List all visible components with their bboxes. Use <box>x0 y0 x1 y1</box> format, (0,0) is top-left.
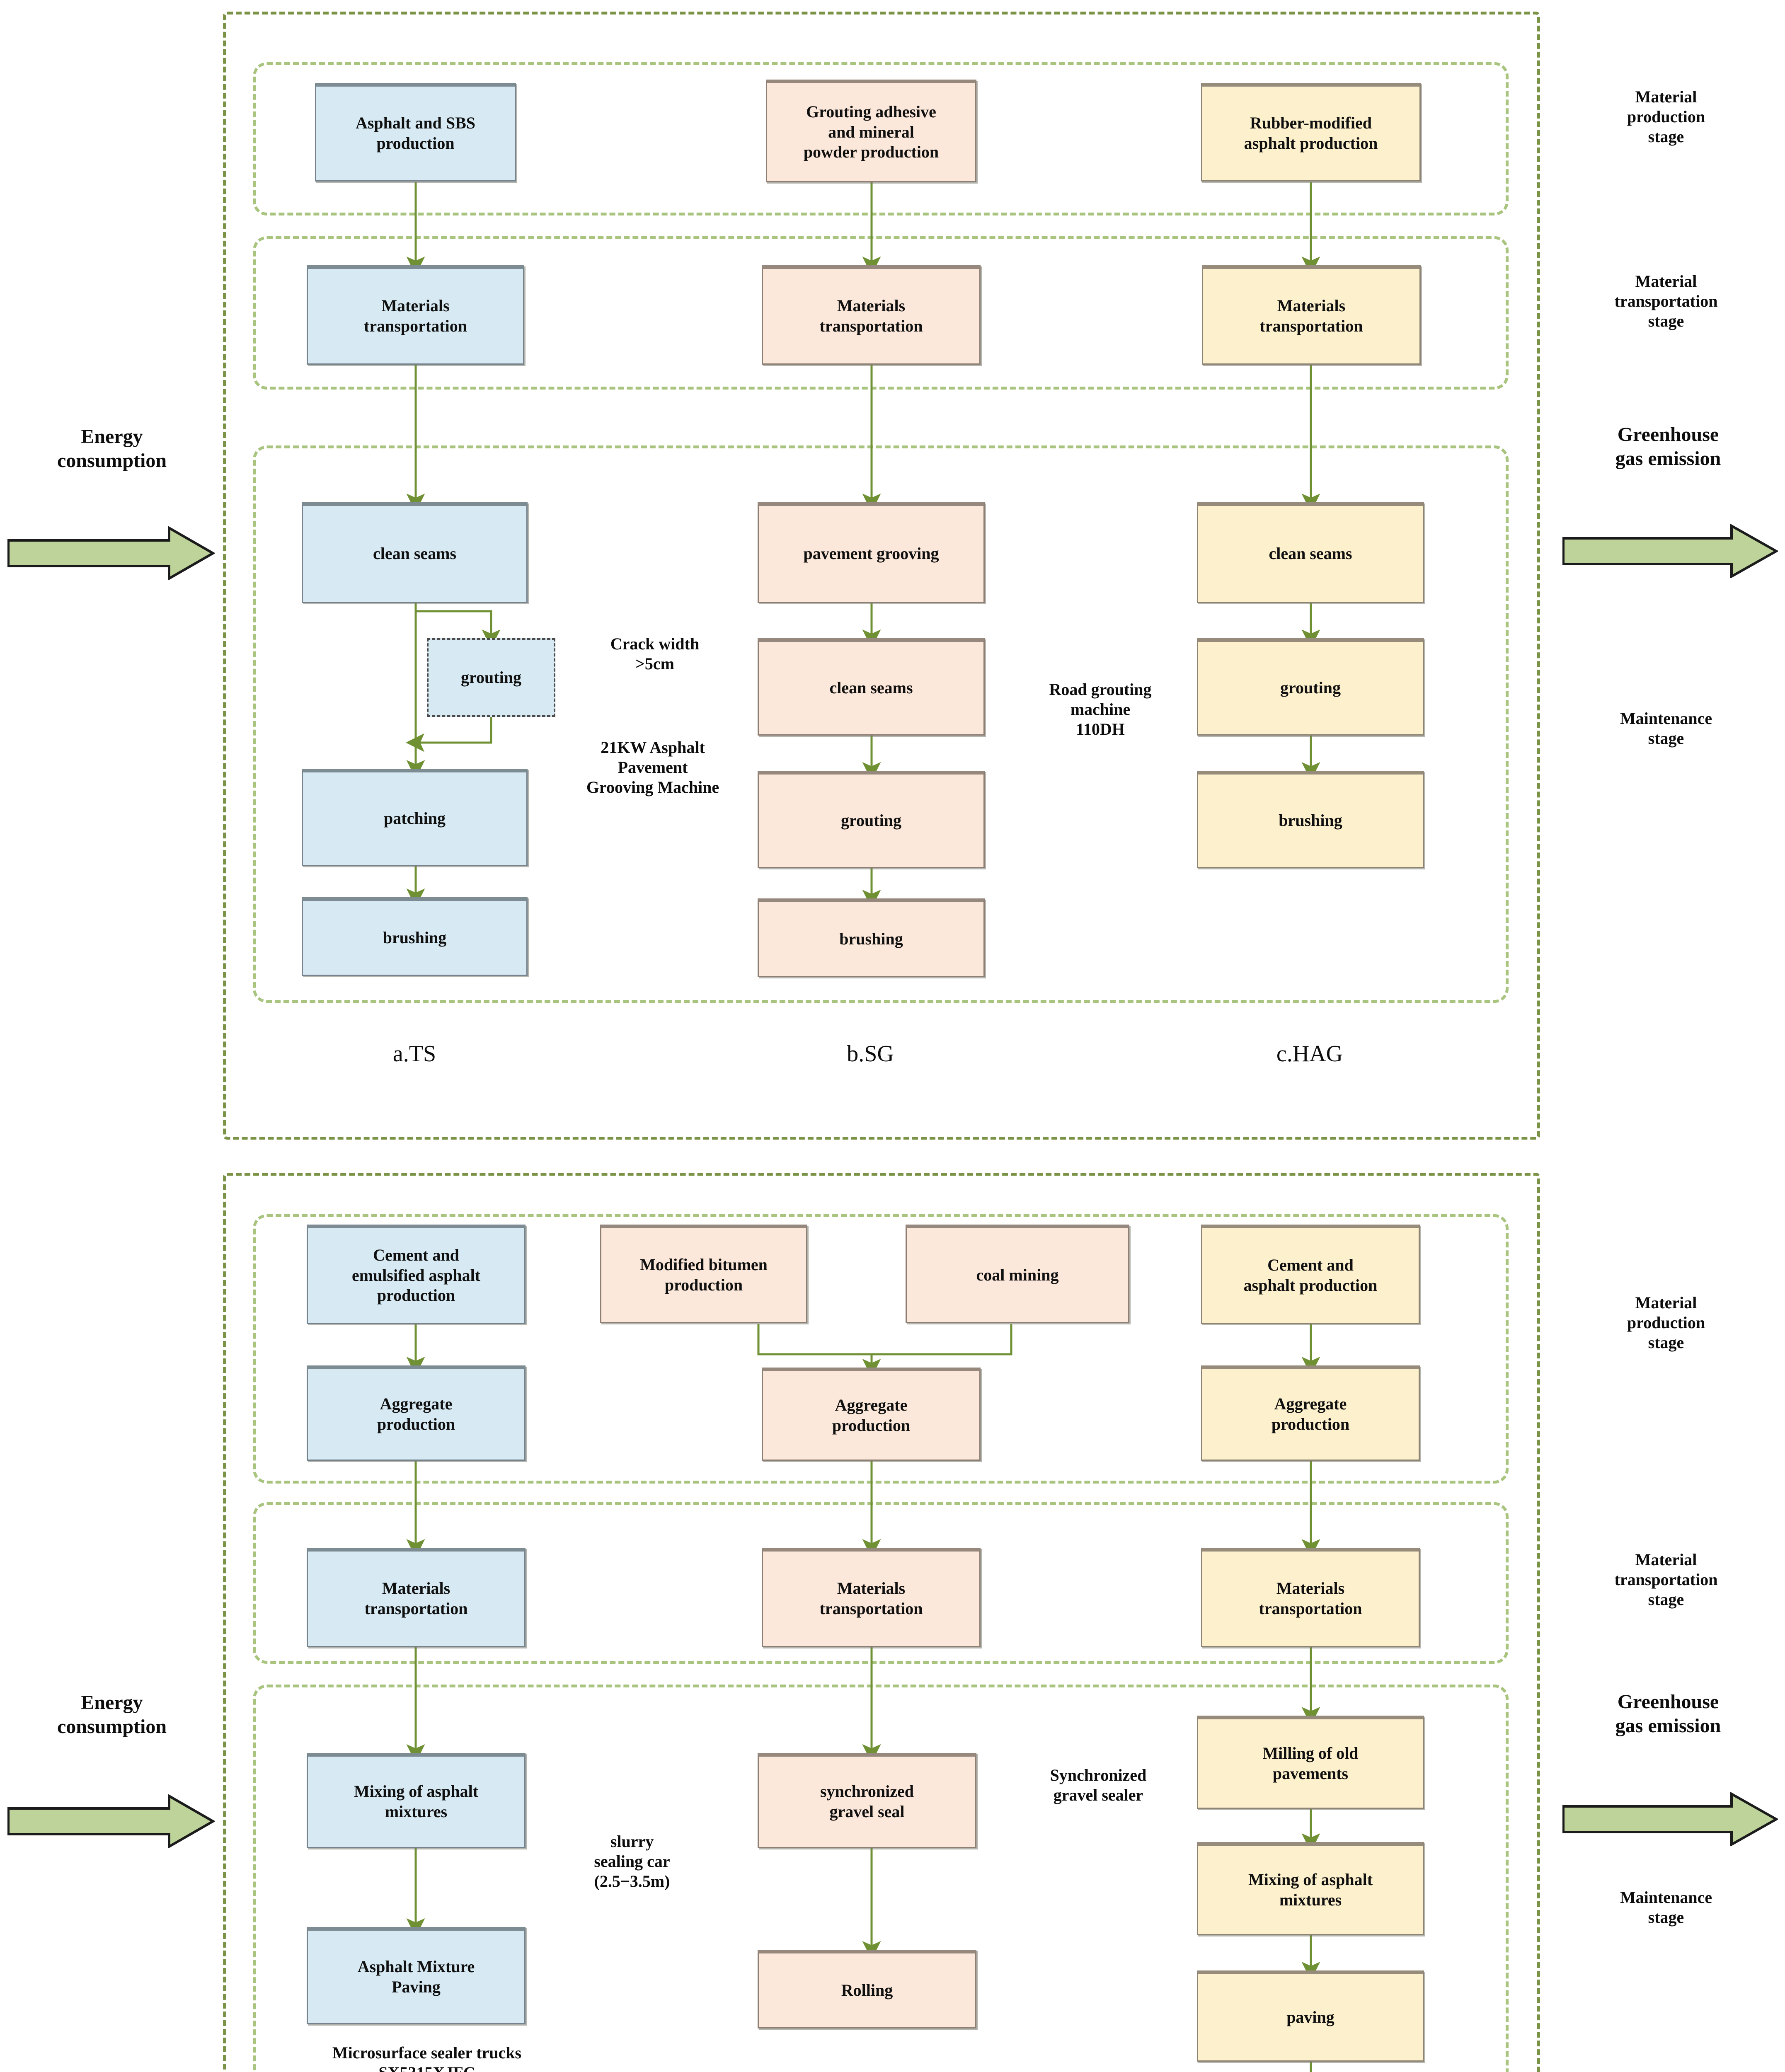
label-top-material-transportation-stage: Material transportation stage <box>1614 272 1718 330</box>
ghg-output-arrow-bottom <box>1562 1791 1779 1847</box>
label-bottom-energy-consumption: Energy consumption <box>57 1692 167 1738</box>
bottom-maintenance-stage-panel <box>253 1685 1509 2072</box>
caption-a-ts: a.TS <box>392 1041 436 1067</box>
node-top-a-brushing[interactable]: brushing <box>302 897 528 976</box>
energy-input-arrow-bottom <box>7 1794 216 1849</box>
node-bottom-d-aggregate-production[interactable]: Aggregate production <box>307 1365 526 1461</box>
node-modified-bitumen-production[interactable]: Modified bitumen production <box>600 1225 807 1323</box>
node-top-b-brushing[interactable]: brushing <box>758 898 985 977</box>
bottom-material-transportation-stage-panel <box>253 1502 1509 1664</box>
bottom-material-production-stage-panel <box>253 1214 1509 1484</box>
node-top-a-clean-seams[interactable]: clean seams <box>302 502 528 603</box>
label-top-material-production-stage: Material production stage <box>1627 87 1705 146</box>
caption-b-sg: b.SG <box>847 1041 894 1067</box>
node-synchronized-gravel-seal[interactable]: synchronized gravel seal <box>758 1753 976 1848</box>
node-asphalt-sbs-production[interactable]: Asphalt and SBS production <box>315 83 516 182</box>
node-bottom-e-materials-transportation[interactable]: Materials transportation <box>762 1548 981 1647</box>
node-bottom-f-aggregate-production[interactable]: Aggregate production <box>1201 1365 1420 1461</box>
annotation-slurry-sealing-car: slurry sealing car (2.5−3.5m) <box>594 1832 670 1890</box>
ghg-output-arrow-top <box>1562 523 1779 579</box>
energy-input-arrow-top <box>7 525 216 581</box>
label-bottom-greenhouse-gas-emission: Greenhouse gas emission <box>1615 1691 1721 1737</box>
node-top-a-materials-transportation[interactable]: Materials transportation <box>307 265 524 365</box>
node-bottom-f-mixing-asphalt-mixtures[interactable]: Mixing of asphalt mixtures <box>1197 1842 1424 1935</box>
node-top-a-grouting[interactable]: grouting <box>427 638 555 717</box>
node-bottom-e-aggregate-production[interactable]: Aggregate production <box>762 1368 981 1461</box>
top-material-transportation-stage-panel <box>253 236 1509 390</box>
node-top-c-grouting[interactable]: grouting <box>1197 638 1424 736</box>
annotation-road-grouting-machine: Road grouting machine 110DH <box>1049 680 1152 738</box>
node-milling-of-old-pavements[interactable]: Milling of old pavements <box>1197 1716 1424 1809</box>
top-outer-panel <box>223 12 1540 1140</box>
node-bottom-e-rolling[interactable]: Rolling <box>758 1950 976 2028</box>
label-bottom-material-production-stage: Material production stage <box>1627 1293 1705 1352</box>
node-bottom-d-materials-transportation[interactable]: Materials transportation <box>307 1548 526 1647</box>
label-bottom-material-transportation-stage: Material transportation stage <box>1614 1550 1718 1609</box>
node-bottom-d-mixing-asphalt-mixtures[interactable]: Mixing of asphalt mixtures <box>307 1753 526 1848</box>
node-bottom-f-paving[interactable]: paving <box>1197 1970 1424 2062</box>
node-asphalt-mixture-paving[interactable]: Asphalt Mixture Paving <box>307 1927 526 2024</box>
node-top-c-brushing[interactable]: brushing <box>1197 771 1424 868</box>
node-top-b-materials-transportation[interactable]: Materials transportation <box>762 265 981 365</box>
label-top-energy-consumption: Energy consumption <box>57 426 167 472</box>
annotation-synchronized-gravel-sealer: Synchronized gravel sealer <box>1050 1766 1147 1804</box>
node-top-a-patching[interactable]: patching <box>302 769 528 866</box>
label-bottom-maintenance-stage: Maintenance stage <box>1620 1888 1712 1927</box>
node-top-b-clean-seams[interactable]: clean seams <box>758 638 985 736</box>
node-grouting-adhesive-production[interactable]: Grouting adhesive and mineral powder pro… <box>766 80 976 182</box>
node-cement-asphalt-production[interactable]: Cement and asphalt production <box>1201 1225 1420 1324</box>
label-top-greenhouse-gas-emission: Greenhouse gas emission <box>1615 424 1721 470</box>
caption-c-hag: c.HAG <box>1276 1041 1343 1067</box>
node-bottom-f-materials-transportation[interactable]: Materials transportation <box>1201 1548 1420 1647</box>
annotation-grooving-machine: 21KW Asphalt Pavement Grooving Machine <box>586 738 719 796</box>
node-top-c-materials-transportation[interactable]: Materials transportation <box>1202 265 1421 365</box>
node-coal-mining[interactable]: coal mining <box>906 1225 1129 1323</box>
annotation-crack-width: Crack width >5cm <box>610 634 700 673</box>
node-top-b-grouting[interactable]: grouting <box>758 771 985 868</box>
node-top-b-pavement-grooving[interactable]: pavement grooving <box>758 502 985 603</box>
label-top-maintenance-stage: Maintenance stage <box>1620 709 1712 748</box>
node-top-c-clean-seams[interactable]: clean seams <box>1197 502 1424 603</box>
node-rubber-modified-asphalt-production[interactable]: Rubber-modified asphalt production <box>1201 83 1421 182</box>
node-cement-emulsified-asphalt-production[interactable]: Cement and emulsified asphalt production <box>307 1225 526 1324</box>
top-material-production-stage-panel <box>253 62 1509 215</box>
bottom-outer-panel <box>223 1173 1540 2072</box>
annotation-microsurface-sealer-trucks: Microsurface sealer trucks SX5315XJFC <box>332 2043 522 2072</box>
top-maintenance-stage-panel <box>253 445 1509 1003</box>
